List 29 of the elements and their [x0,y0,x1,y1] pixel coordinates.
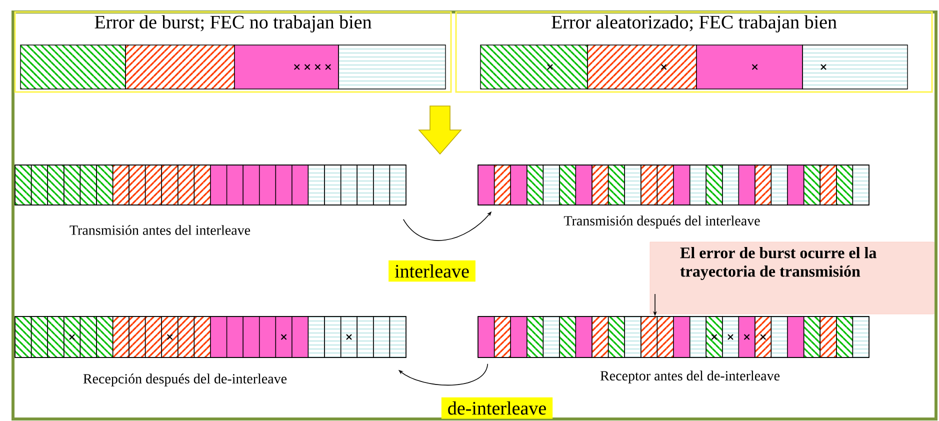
strip-label: Receptor antes del de-interleave [600,370,780,384]
edge-label: de-interleave [441,397,553,419]
bit-bar [125,44,446,90]
bit-strip [608,316,642,358]
bit-strip [526,316,560,358]
strip-label: Transmisión antes del interleave [70,225,250,235]
bit-strip [656,316,706,358]
bit-strip [706,164,756,206]
strip-label: Recepción después del de-interleave [83,374,287,386]
bit-strip [559,164,592,206]
bit-bar [587,44,908,90]
note-box: El error de burst ocurre el la trayectoria de transmisión [650,242,934,314]
bit-strip [494,164,528,206]
bit-strip [608,164,642,206]
bit-strip [706,316,756,358]
bit-strip [494,316,528,358]
bit-strip [526,164,560,206]
bit-strip [478,316,495,358]
bit-strip [478,164,495,206]
panel-heading: Error aleatorizado; FEC trabajan bien [552,15,837,32]
strip-label: Transmisión después del interleave [564,216,760,228]
bit-bar [20,44,126,90]
bit-strip [656,164,706,206]
bit-bar [480,44,588,90]
edge-label: interleave [388,260,476,282]
bit-strip [559,316,592,358]
bit-strip [754,164,804,206]
panel-heading: Error de burst; FEC no trabajan bien [94,15,372,32]
bit-strip [754,316,804,358]
